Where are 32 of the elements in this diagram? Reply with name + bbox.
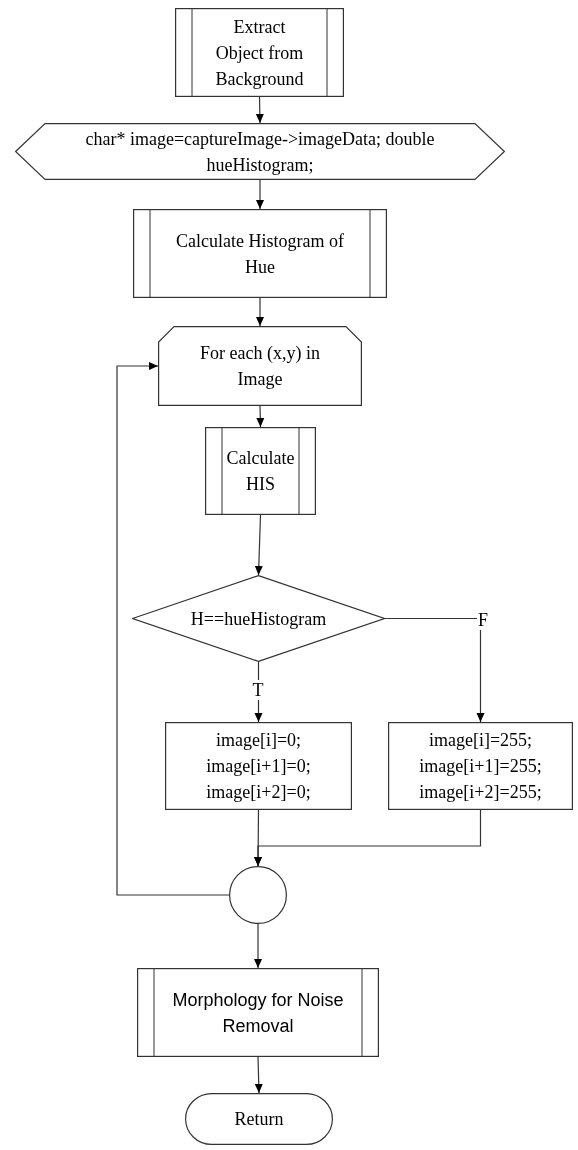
- node-text: Return: [234, 1108, 284, 1131]
- node-text: For each (x,y) in Image: [199, 342, 321, 391]
- subprocess-box: [205, 427, 316, 515]
- arrow: [255, 96, 264, 124]
- node-text: image[i]=255; image[i+1]=255; image[i+2]=255;: [418, 729, 543, 804]
- arrow: [254, 809, 482, 867]
- node-text: Extract Object from Background: [214, 15, 305, 91]
- node-text: Calculate Histogram of Hue: [175, 229, 345, 279]
- subprocess-box: [137, 968, 379, 1057]
- loop-limit-box: [158, 326, 362, 406]
- node-text: Morphology for Noise Removal: [171, 988, 345, 1038]
- subprocess-box: [133, 209, 387, 298]
- decision-diamond: [132, 575, 385, 662]
- subprocess-box: [175, 8, 344, 97]
- arrow: [384, 617, 485, 723]
- node-text: char* image=captureImage->imageData; double hueHistogram;: [85, 127, 435, 177]
- connector-circle: [229, 866, 287, 924]
- arrow: [254, 1056, 263, 1094]
- arrow: [116, 362, 230, 896]
- node-text: Calculate HIS: [225, 447, 296, 496]
- arrow: [256, 297, 264, 327]
- preparation-hexagon: [15, 123, 505, 180]
- arrow: [254, 514, 263, 576]
- node-text: image[i]=0; image[i+1]=0; image[i+2]=0;: [205, 729, 312, 804]
- edge-label: F: [477, 610, 489, 630]
- arrow: [254, 923, 262, 969]
- edge-label: T: [251, 680, 265, 700]
- process-box: [388, 722, 573, 810]
- arrow: [256, 179, 264, 210]
- arrow: [256, 405, 265, 428]
- process-box: [165, 722, 352, 810]
- node-text: H==hueHistogram: [190, 607, 327, 631]
